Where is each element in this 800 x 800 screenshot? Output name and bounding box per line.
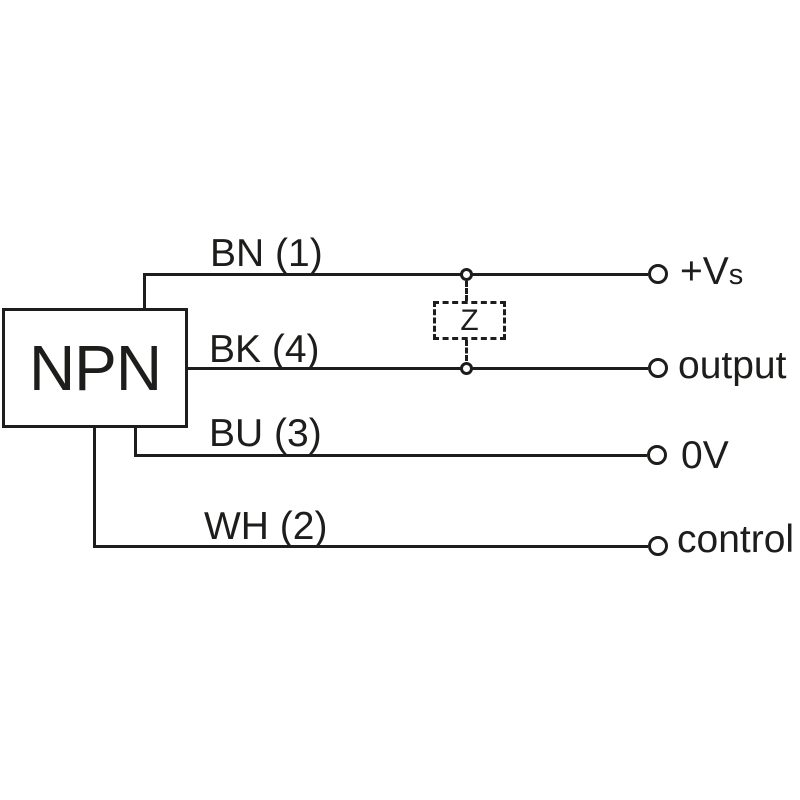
- terminal-label-output: output: [678, 344, 787, 387]
- device-label: NPN: [28, 332, 162, 404]
- terminal-label-vs: +Vs: [680, 252, 743, 291]
- terminal-circle-vs: [648, 264, 668, 284]
- terminal-circle-output: [648, 358, 668, 378]
- terminal-label-vs-sub: s: [728, 259, 744, 291]
- wire-bk-line-horizontal: [185, 367, 648, 370]
- dashed-connector-bottom: [465, 340, 468, 361]
- wire-bn-line-vertical: [143, 274, 146, 311]
- terminal-circle-0v: [647, 445, 667, 465]
- dashed-connector-top: [465, 281, 468, 301]
- wire-wh-line-horizontal: [93, 545, 648, 548]
- wire-label-wh: WH (2): [204, 505, 328, 548]
- wire-wh-line-vertical: [93, 425, 96, 548]
- suppressor-label: Z: [460, 303, 479, 337]
- wire-bn-line-horizontal: [143, 273, 648, 276]
- terminal-label-0v: 0V: [681, 434, 729, 477]
- wire-bu-line-vertical: [134, 425, 137, 457]
- suppressor-box: Z: [433, 301, 506, 340]
- terminal-label-control: control: [677, 518, 795, 561]
- wire-bu-line-horizontal: [134, 454, 647, 457]
- terminal-circle-control: [648, 536, 668, 556]
- junction-node-bk: [460, 362, 473, 375]
- wire-label-bu: BU (3): [209, 412, 322, 455]
- wire-label-bk: BK (4): [209, 328, 320, 371]
- wire-label-bn: BN (1): [210, 232, 323, 275]
- terminal-label-vs-main: +V: [680, 250, 729, 293]
- device-box: NPN: [2, 308, 188, 428]
- junction-node-bn: [460, 268, 473, 281]
